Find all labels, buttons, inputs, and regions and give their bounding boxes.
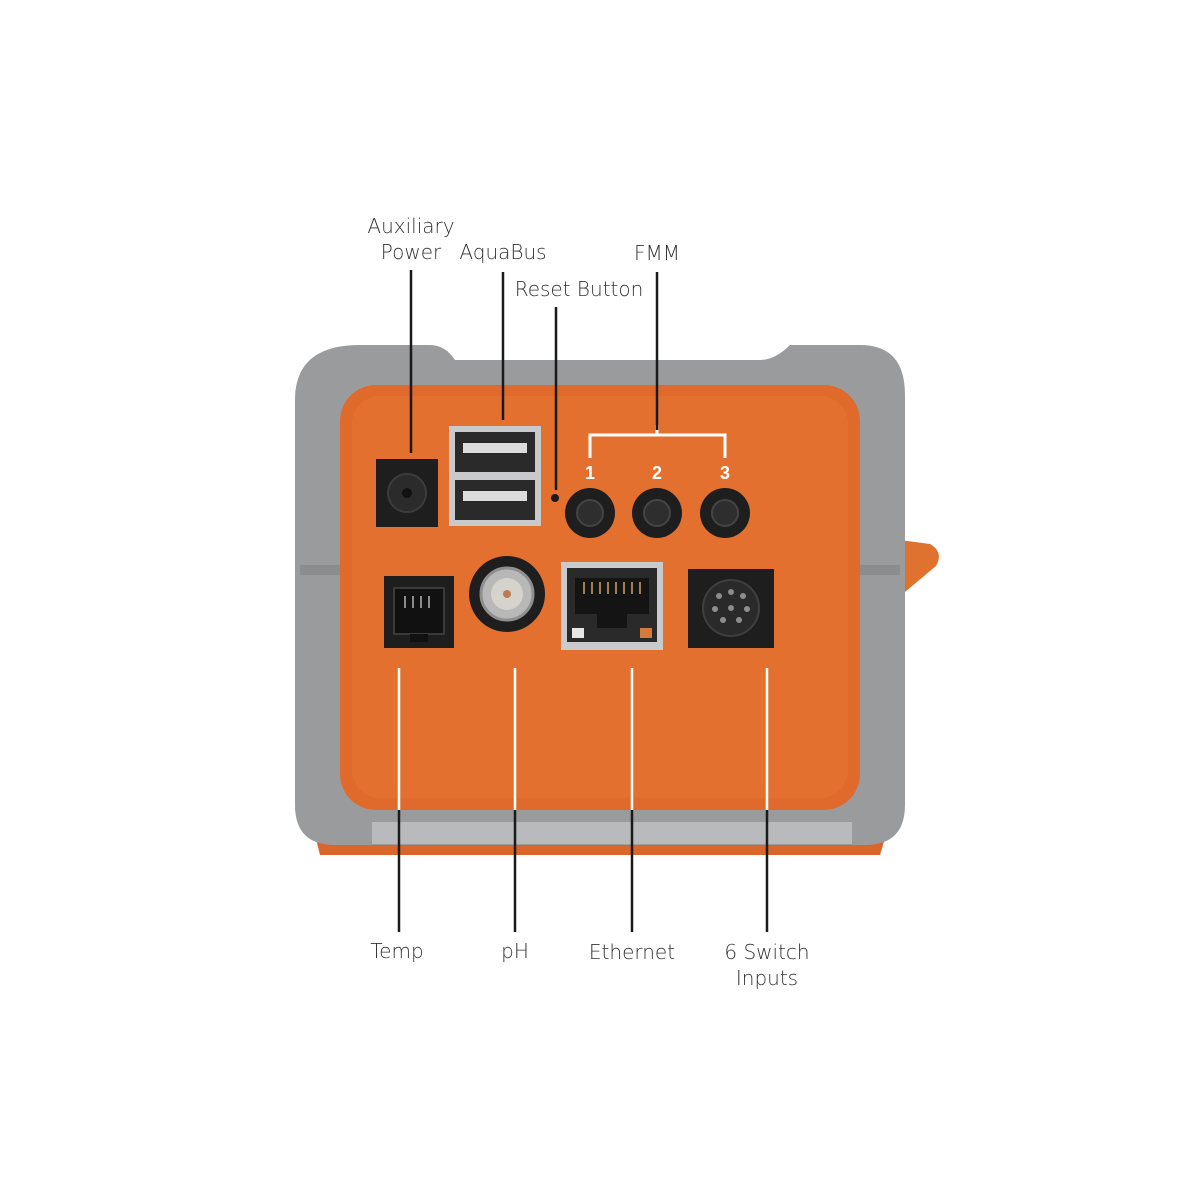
mini-din-icon	[688, 569, 774, 648]
label-ph: pH	[475, 938, 555, 964]
label-reset-button-text: Reset Button	[514, 277, 644, 301]
fmm-port-numbers: 1 2 3	[585, 463, 730, 483]
label-temp-text: Temp	[370, 939, 424, 963]
label-fmm: FMM	[615, 240, 699, 266]
label-ethernet: Ethernet	[577, 939, 687, 965]
bnc-connector-icon	[469, 556, 545, 632]
label-auxiliary-power-line2: Power	[380, 240, 442, 264]
fmm-port-icon	[700, 488, 750, 538]
label-switch-inputs-line2: Inputs	[735, 966, 799, 990]
leader-lines-bottom	[397, 668, 769, 932]
label-ethernet-text: Ethernet	[588, 940, 676, 964]
label-auxiliary-power-line1: Auxiliary	[367, 214, 455, 238]
label-aquabus-text: AquaBus	[459, 240, 547, 264]
label-aquabus: AquaBus	[453, 239, 553, 265]
dual-usb-icon	[449, 426, 541, 526]
housing-side-tab	[900, 540, 939, 592]
leader-lines	[409, 270, 659, 490]
label-fmm-text: FMM	[633, 241, 680, 265]
fmm-port-number: 3	[720, 463, 730, 483]
rj45-jack-icon	[561, 562, 663, 650]
dc-jack-icon	[376, 459, 438, 527]
label-ph-text: pH	[501, 939, 529, 963]
fmm-port-number: 1	[585, 463, 595, 483]
label-switch-inputs: 6 Switch Inputs	[707, 939, 827, 991]
housing-label-strip	[372, 822, 852, 844]
fmm-port-icon	[632, 488, 682, 538]
rj11-jack-icon	[384, 576, 454, 648]
fmm-port-number: 2	[652, 463, 662, 483]
fmm-port-icon	[565, 488, 615, 538]
reset-pinhole-icon	[551, 494, 559, 502]
label-auxiliary-power: Auxiliary Power	[361, 213, 461, 265]
label-temp: Temp	[351, 938, 443, 964]
label-switch-inputs-line1: 6 Switch	[724, 940, 810, 964]
label-reset-button: Reset Button	[509, 276, 649, 302]
